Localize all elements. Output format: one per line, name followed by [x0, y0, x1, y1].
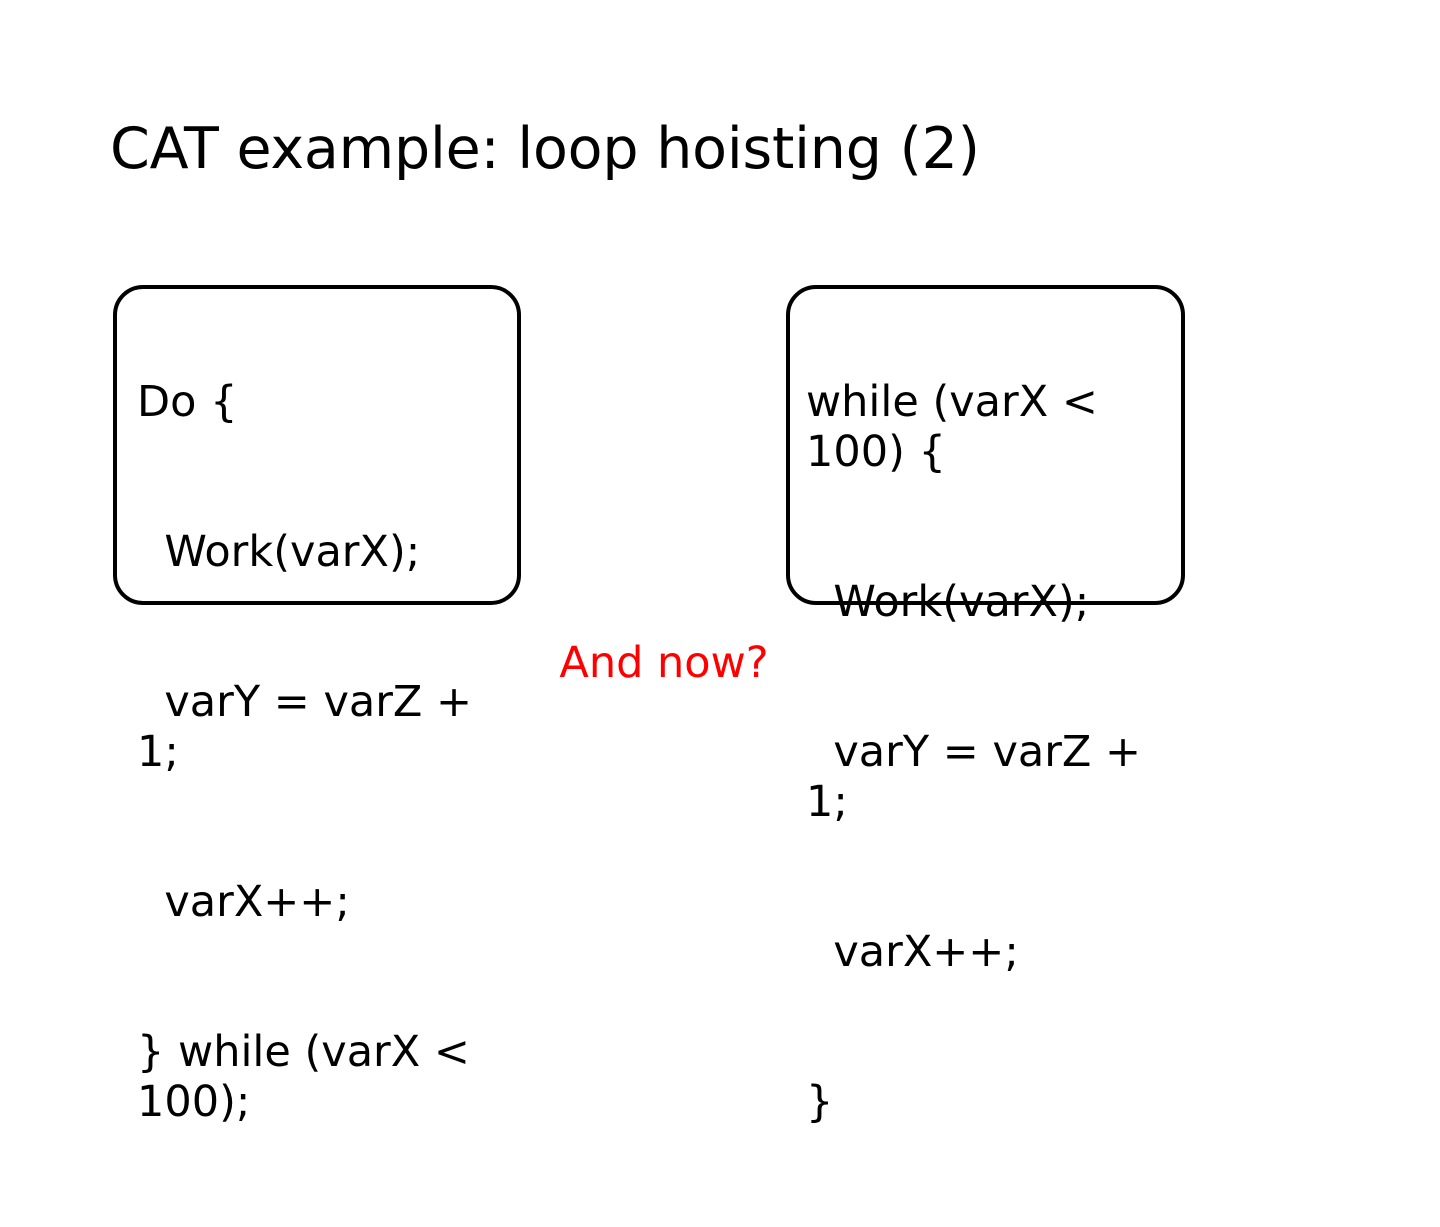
- code-line: varY = varZ + 1;: [806, 727, 1155, 827]
- caption-text: And now?: [559, 638, 769, 688]
- code-line: varX++;: [137, 877, 350, 927]
- code-line: }: [806, 1077, 834, 1127]
- code-box-left[interactable]: [113, 285, 521, 605]
- code-line: } while (varX < 100);: [137, 1027, 484, 1127]
- slide-canvas: CAT example: loop hoisting (2) Do { Work…: [0, 116, 1440, 1127]
- code-box-right[interactable]: [786, 285, 1185, 605]
- page-title: CAT example: loop hoisting (2): [110, 116, 980, 183]
- code-line: varX++;: [806, 927, 1019, 977]
- caption-and-now: And now?: [0, 638, 1440, 688]
- code-line: varY = varZ + 1;: [137, 677, 486, 777]
